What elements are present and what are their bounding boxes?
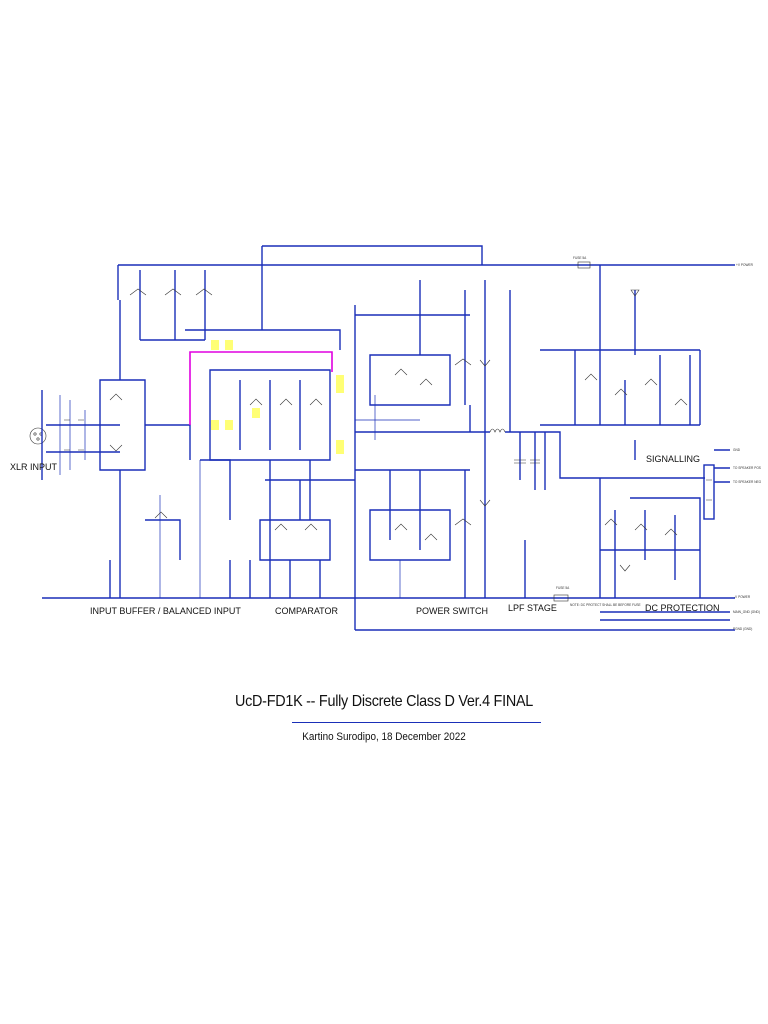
power-switch-label: POWER SWITCH <box>416 606 488 616</box>
lpf-stage-label: LPF STAGE <box>508 603 557 613</box>
speaker-output-block <box>703 449 730 520</box>
vminus-label: -V POWER <box>734 595 751 599</box>
fuse-top-label: FUSE 5A <box>573 256 587 260</box>
lpf-stage-block <box>470 290 705 598</box>
fuse-bottom-label: FUSE 5A <box>556 586 570 590</box>
input-buffer-label: INPUT BUFFER / BALANCED INPUT <box>90 606 241 616</box>
gnd-label: GND <box>733 448 741 452</box>
xlr-input-block <box>29 390 120 480</box>
main-gnd-label: MAIN_GND (GND) <box>733 610 760 614</box>
diagram-subtitle: Kartino Surodipo, 18 December 2022 <box>302 731 466 743</box>
top-rail <box>117 245 735 300</box>
xlr-input-label: XLR INPUT <box>10 462 58 472</box>
dc-protection-label: DC PROTECTION <box>645 603 720 613</box>
protect-note: NOTE: DC PROTECT SHALL BE BEFORE FUSE <box>570 603 641 607</box>
fuse-bottom <box>553 594 569 602</box>
pgnd-label: PGND (GND) <box>733 627 752 631</box>
speaker-pos-label: TO SPEAKER POS <box>733 466 761 470</box>
fuse-top <box>577 261 591 269</box>
comparator-label: COMPARATOR <box>275 606 339 616</box>
dc-protection-block <box>599 478 701 598</box>
signalling-label: SIGNALLING <box>646 454 700 464</box>
power-switch-block <box>355 280 491 598</box>
title-underline <box>292 722 541 723</box>
diagram-title: UcD-FD1K -- Fully Discrete Class D Ver.4… <box>234 693 534 710</box>
feedback-trace <box>189 351 333 425</box>
signalling-block <box>540 289 701 460</box>
input-buffer-block <box>99 270 341 598</box>
vplus-label: +V POWER <box>736 263 754 267</box>
speaker-neg-label: TO SPEAKER NEG <box>733 480 762 484</box>
comparator-block <box>189 246 355 598</box>
bottom-rail <box>42 305 735 631</box>
